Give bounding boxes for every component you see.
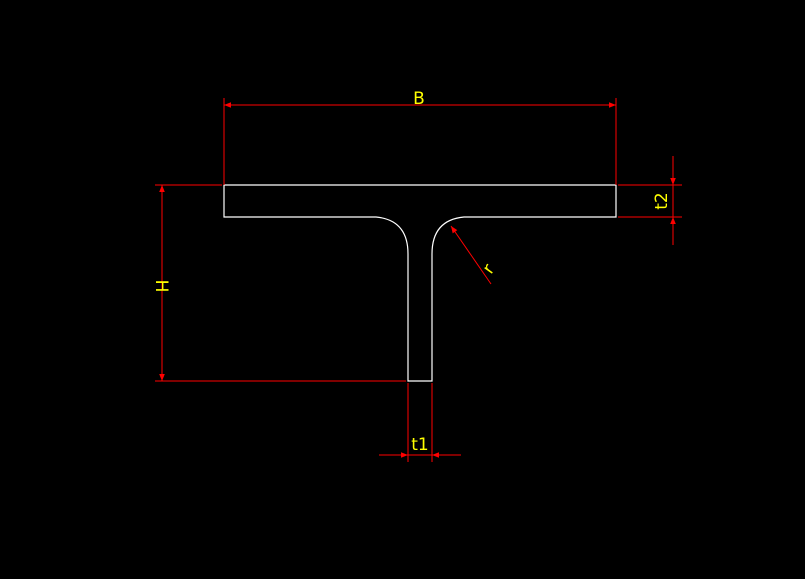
t-section-outline — [223, 184, 617, 382]
leader-line-r — [450, 225, 492, 285]
dimension-t1 — [379, 383, 461, 462]
label-h: H — [151, 280, 171, 293]
label-t1: t1 — [411, 435, 428, 455]
dimension-t2 — [618, 156, 682, 245]
label-b: B — [413, 89, 425, 109]
dimension-h — [155, 184, 406, 382]
dimension-b — [223, 98, 617, 185]
label-r: r — [479, 261, 499, 278]
label-t2: t2 — [652, 192, 672, 209]
